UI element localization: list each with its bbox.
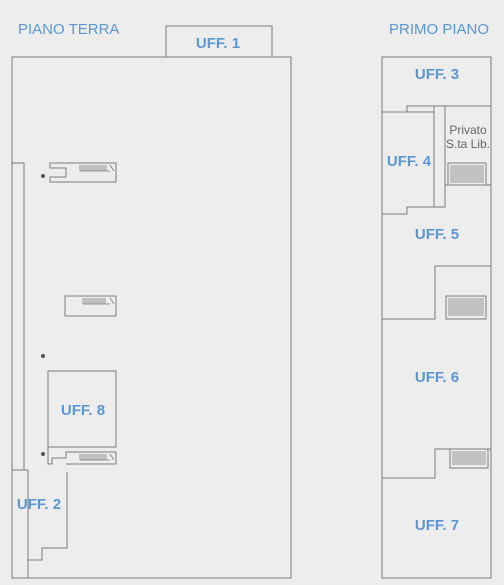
- room-uff-3[interactable]: [382, 105, 491, 113]
- staircase-4: [447, 162, 487, 186]
- marker-dot: [41, 174, 45, 178]
- room-uff-2[interactable]: [11, 469, 68, 579]
- staircase-2: [64, 295, 117, 317]
- ground-floor-inner-wall: [12, 162, 25, 470]
- room-private[interactable]: [433, 106, 491, 208]
- staircase-5: [445, 295, 487, 320]
- office-label-uff-3: UFF. 3: [415, 66, 459, 83]
- office-label-uff-6: UFF. 6: [415, 369, 459, 386]
- office-label-uff-7: UFF. 7: [415, 517, 459, 534]
- first-floor-title: PRIMO PIANO: [389, 21, 489, 38]
- marker-dot: [41, 452, 45, 456]
- staircase-1: [49, 162, 117, 183]
- room-uff-4[interactable]: [382, 111, 435, 215]
- ground-floor-title: PIANO TERRA: [18, 21, 119, 38]
- room-uff-5[interactable]: [382, 265, 491, 320]
- office-label-uff-1: UFF. 1: [196, 35, 240, 52]
- first-floor-outline: [381, 56, 492, 579]
- office-label-uff-8: UFF. 8: [61, 402, 105, 419]
- staircase-6: [449, 448, 489, 469]
- room-uff-6[interactable]: [382, 448, 491, 479]
- office-label-uff-5: UFF. 5: [415, 226, 459, 243]
- private-room-label-line1: Privato: [449, 123, 487, 137]
- room-uff-8[interactable]: [47, 370, 117, 448]
- private-room-label-line2: S.ta Lib.: [446, 137, 490, 151]
- marker-dot: [41, 354, 45, 358]
- office-label-uff-2: UFF. 2: [17, 496, 61, 513]
- staircase-3: [47, 447, 117, 465]
- office-label-uff-4: UFF. 4: [387, 153, 432, 170]
